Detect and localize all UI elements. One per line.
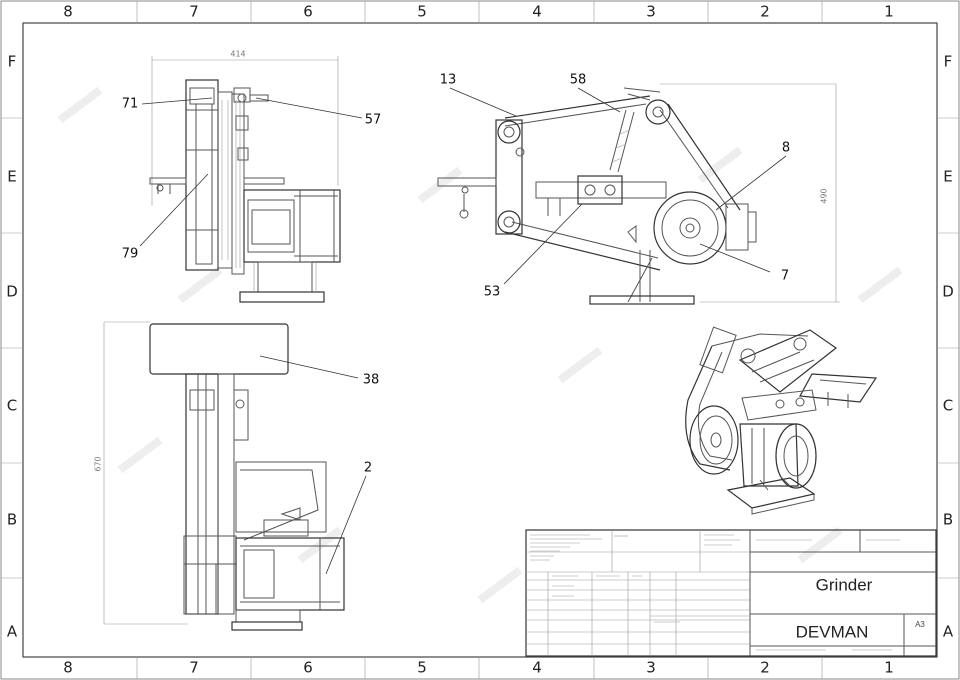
zone-row-a-right: A [943, 623, 954, 641]
zone-row-c-right: C [943, 397, 953, 415]
zone-row-a-left: A [7, 623, 18, 641]
callout-71: 71 [122, 97, 139, 112]
main-view: 490 [437, 83, 840, 305]
dimension-670: 670 [94, 321, 188, 625]
callouts: 71 57 79 13 58 8 7 53 38 2 [122, 73, 790, 575]
isometric-view [685, 326, 878, 515]
zone-col-1-top: 1 [884, 3, 894, 21]
zone-row-c-left: C [7, 397, 17, 415]
callout-7: 7 [781, 269, 789, 284]
callout-38: 38 [363, 373, 380, 388]
callout-79: 79 [122, 247, 139, 262]
dimension-414: 414 [151, 50, 339, 206]
zone-row-f-right: F [944, 53, 953, 71]
zone-row-f-left: F [8, 53, 17, 71]
zone-col-4-top: 4 [532, 3, 542, 21]
title-block-company: DEVMAN [796, 622, 869, 641]
callout-13: 13 [440, 73, 457, 88]
zone-col-2-top: 2 [760, 3, 770, 21]
zone-row-d-left: D [6, 283, 18, 301]
zone-col-8-top: 8 [63, 3, 73, 21]
zone-col-6-bottom: 6 [303, 659, 313, 677]
callout-2: 2 [364, 461, 372, 476]
title-block: Grinder DEVMAN A3 [525, 529, 937, 657]
side-view: 414 [149, 50, 341, 303]
zone-col-4-bottom: 4 [532, 659, 542, 677]
zone-col-8-bottom: 8 [63, 659, 73, 677]
dimension-414-label: 414 [230, 50, 245, 59]
zone-labels-top: 8 7 6 5 4 3 2 1 [63, 3, 894, 21]
zone-col-3-bottom: 3 [646, 659, 656, 677]
zone-row-e-right: E [943, 168, 952, 186]
zone-col-7-bottom: 7 [189, 659, 199, 677]
dimension-490-label: 490 [820, 188, 829, 203]
dimension-490: 490 [660, 83, 840, 303]
zone-col-3-top: 3 [646, 3, 656, 21]
zone-labels-right: F E D C B A [942, 53, 954, 641]
front-view: 670 [94, 321, 345, 631]
callout-53: 53 [484, 285, 501, 300]
zone-col-5-top: 5 [417, 3, 427, 21]
inner-border [22, 22, 938, 658]
zone-row-e-left: E [7, 168, 16, 186]
zone-row-d-right: D [942, 283, 954, 301]
zone-labels-left: F E D C B A [6, 53, 18, 641]
zone-col-5-bottom: 5 [417, 659, 427, 677]
zone-col-2-bottom: 2 [760, 659, 770, 677]
dimension-670-label: 670 [94, 456, 103, 471]
callout-58: 58 [570, 73, 587, 88]
title-block-sheet-size: A3 [915, 620, 925, 629]
callout-57: 57 [365, 113, 382, 128]
zone-col-7-top: 7 [189, 3, 199, 21]
zone-col-1-bottom: 1 [884, 659, 894, 677]
title-block-title: Grinder [816, 575, 873, 594]
callout-8: 8 [782, 141, 790, 156]
zone-row-b-left: B [7, 511, 17, 529]
zone-col-6-top: 6 [303, 3, 313, 21]
zone-row-b-right: B [943, 511, 953, 529]
zone-labels-bottom: 8 7 6 5 4 3 2 1 [63, 659, 894, 677]
